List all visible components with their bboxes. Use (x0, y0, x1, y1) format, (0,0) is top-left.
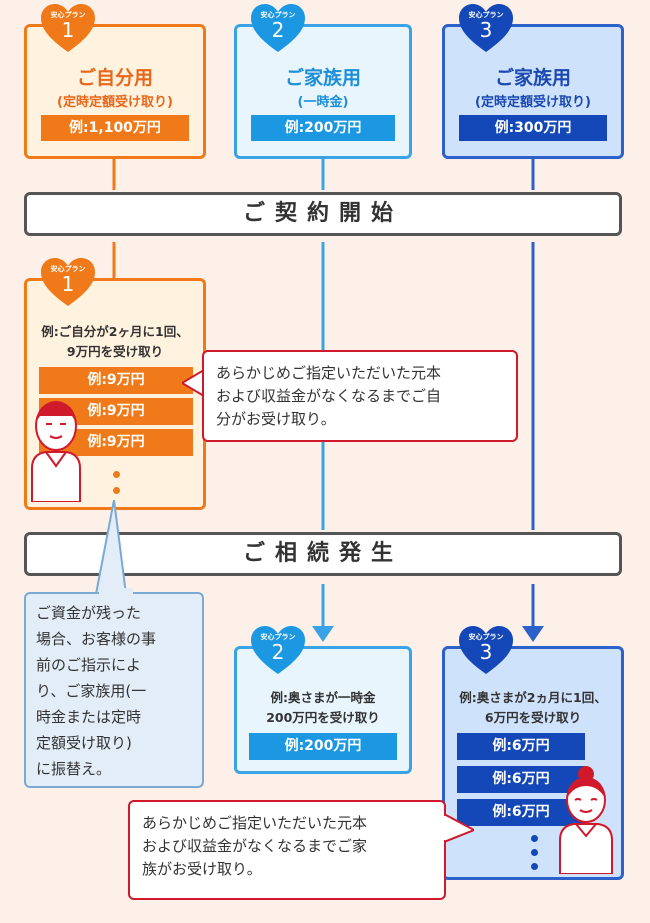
mid-plan1-badge-label: 安心プラン (50, 265, 86, 273)
continuation-dot (531, 835, 538, 842)
continuation-dot (531, 863, 538, 870)
bottom-plan3-badge-label: 安心プラン (468, 633, 504, 641)
plan2-heart-badge: 安心プラン 2 (250, 4, 306, 54)
plan3-example: 例:300万円 (459, 115, 607, 141)
bottom-plan3-desc-line1: 例:奥さまが2ヵ月に1回、 (459, 690, 607, 705)
callout1-line2: および収益金がなくなるまでご自 (216, 387, 442, 405)
transfer-note-line5: 時金または定時 (36, 708, 142, 726)
plan1-example: 例:1,100万円 (41, 115, 189, 141)
plan3-card: ご家族用 (定時定額受け取り) 例:300万円 (442, 24, 624, 159)
transfer-note-line3: 前のご指示によ (36, 656, 142, 674)
continuation-dot (113, 487, 120, 494)
bottom-plan2-example: 例:200万円 (249, 733, 397, 760)
transfer-note-box: ご資金が残った 場合、お客様の事 前のご指示によ り、ご家族用(一 時金または定… (24, 592, 204, 788)
bottom-plan2-heart-badge: 安心プラン 2 (250, 626, 306, 676)
mid-plan1-desc-line2: 9万円を受け取り (66, 344, 164, 359)
man-illustration (31, 401, 81, 502)
callout2-box: あらかじめご指定いただいた元本 および収益金がなくなるまでご家 族がお受け取り。 (128, 800, 446, 900)
plan1-card: ご自分用 (定時定額受け取り) 例:1,100万円 (24, 24, 206, 159)
plan2-example: 例:200万円 (251, 115, 395, 141)
plan3-title: ご家族用 (494, 67, 571, 89)
callout1-pointer (182, 370, 204, 396)
plan3-heart-badge: 安心プラン 3 (458, 4, 514, 54)
mid-plan1-payment-1: 例:9万円 (39, 367, 193, 394)
mid-plan1-heart-badge: 安心プラン 1 (40, 258, 96, 308)
plan1-title: ご自分用 (76, 67, 153, 89)
woman-illustration (559, 766, 613, 874)
continuation-dot (531, 849, 538, 856)
callout1-box: あらかじめご指定いただいた元本 および収益金がなくなるまでご自 分がお受け取り。 (202, 350, 518, 442)
callout1-line3: 分がお受け取り。 (216, 410, 336, 428)
transfer-note-line6: 定額受け取り) (36, 734, 132, 752)
callout1-line1: あらかじめご指定いただいた元本 (216, 364, 442, 382)
bottom-plan3-payment-2: 例:6万円 (457, 766, 585, 793)
plan2-badge-label: 安心プラン (260, 11, 296, 19)
bottom-plan3-payment-1: 例:6万円 (457, 733, 585, 760)
plan1-heart-badge: 安心プラン 1 (40, 4, 96, 54)
plan3-subtitle: (定時定額受け取り) (475, 95, 591, 110)
plan1-subtitle: (定時定額受け取り) (57, 95, 173, 110)
contract-start-bar: ご契約開始 (24, 192, 622, 236)
plan3-badge-number: 3 (479, 18, 493, 42)
mid-plan1-badge-number: 1 (61, 272, 75, 296)
bottom-plan2-desc-line2: 200万円を受け取り (266, 710, 380, 725)
bottom-plan3-payment-3: 例:6万円 (457, 799, 585, 826)
bottom-plan2-card: 例:奥さまが一時金 200万円を受け取り 例:200万円 (234, 646, 412, 774)
callout2-line1: あらかじめご指定いただいた元本 (142, 814, 368, 832)
callout2-pointer (444, 812, 474, 844)
plan1-badge-label: 安心プラン (50, 11, 86, 19)
transfer-note-pointer (94, 500, 128, 595)
transfer-note-line7: に振替え。 (36, 760, 112, 778)
plan2-card: ご家族用 (一時金) 例:200万円 (234, 24, 412, 159)
bottom-plan2-badge-number: 2 (271, 640, 285, 664)
bottom-plan2-badge-label: 安心プラン (260, 633, 296, 641)
transfer-note-pointer-mask (99, 588, 133, 594)
bottom-plan3-heart-badge: 安心プラン 3 (458, 626, 514, 676)
callout2-line2: および収益金がなくなるまでご家 (142, 837, 368, 855)
plan3-badge-label: 安心プラン (468, 11, 504, 19)
transfer-note-line4: り、ご家族用(一 (36, 682, 147, 700)
plan2-subtitle: (一時金) (297, 95, 349, 110)
transfer-note-line2: 場合、お客様の事 (36, 630, 157, 648)
plan2-badge-number: 2 (271, 18, 285, 42)
plan1-badge-number: 1 (61, 18, 75, 42)
callout2-line3: 族がお受け取り。 (142, 860, 262, 878)
bottom-plan3-badge-number: 3 (479, 640, 493, 664)
transfer-note-line1: ご資金が残った (36, 604, 142, 622)
plan2-title: ご家族用 (284, 67, 361, 89)
continuation-dot (113, 471, 120, 478)
mid-plan1-desc-line1: 例:ご自分が2ヶ月に1回、 (41, 324, 189, 339)
bottom-plan3-desc-line2: 6万円を受け取り (484, 710, 582, 725)
bottom-plan2-desc-line1: 例:奥さまが一時金 (270, 690, 376, 705)
